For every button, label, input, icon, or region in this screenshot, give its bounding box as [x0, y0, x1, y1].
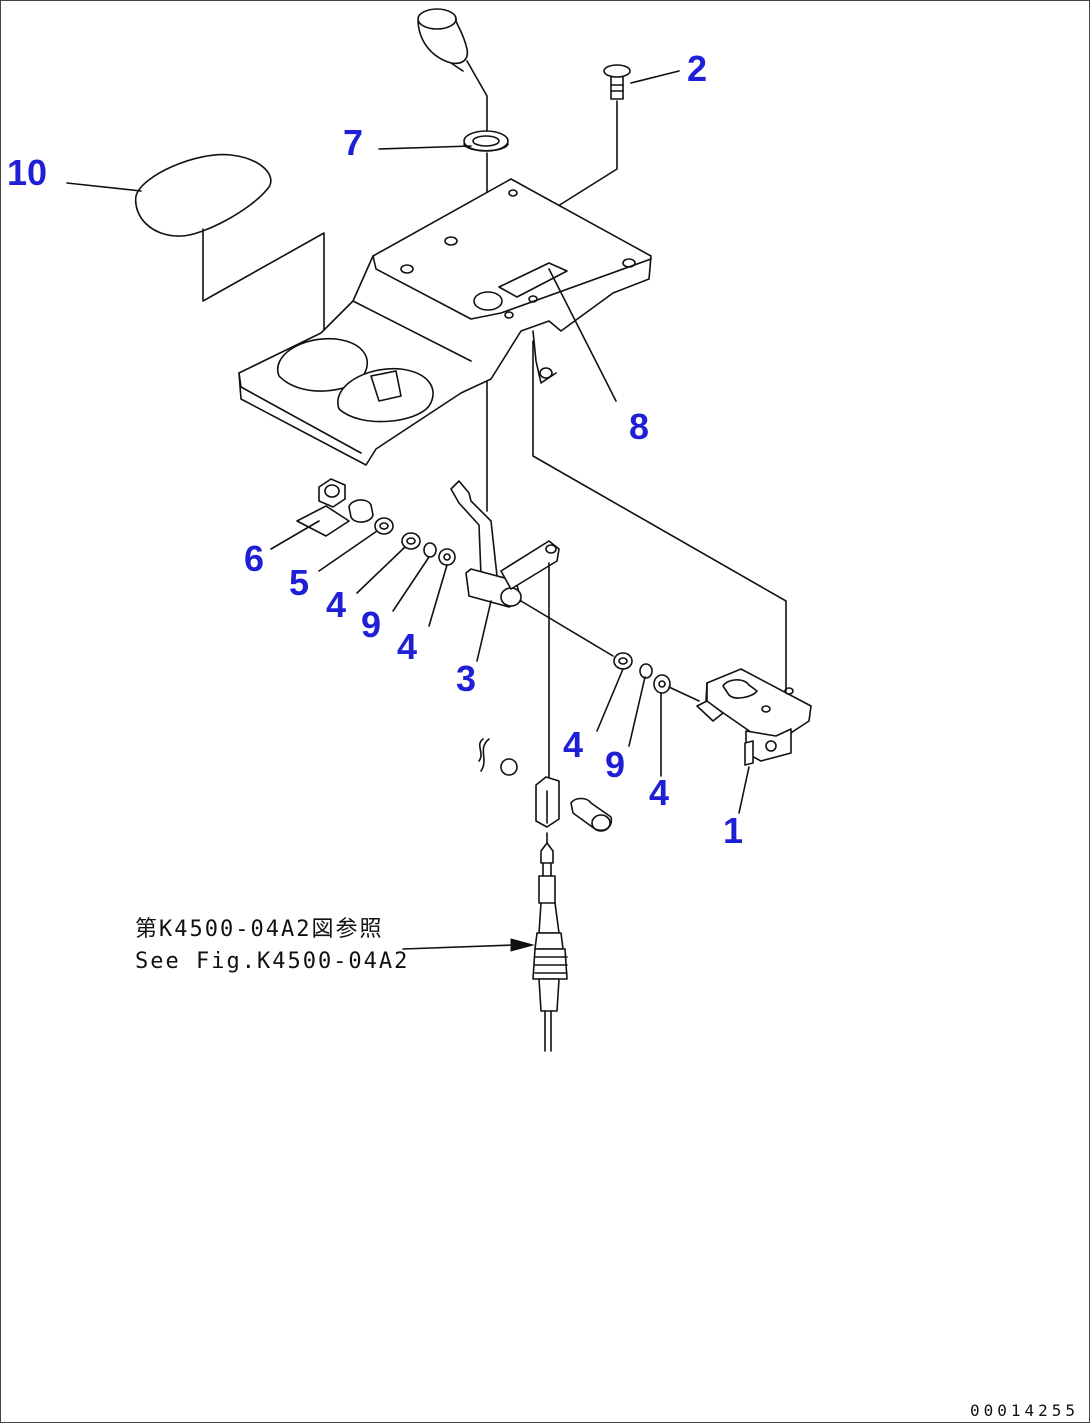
callout-3[interactable]: 3: [456, 658, 477, 699]
leader-lines: [66, 70, 680, 777]
callout-1[interactable]: 1: [723, 810, 744, 851]
bracket-part: [696, 668, 812, 814]
callout-4-left-b[interactable]: 4: [397, 626, 418, 667]
callout-10[interactable]: 10: [7, 152, 48, 193]
callout-7[interactable]: 7: [343, 122, 364, 163]
callout-8[interactable]: 8: [629, 406, 650, 447]
fastener-stack: [296, 478, 456, 566]
console-cover: [238, 178, 787, 692]
callout-4-right-b[interactable]: 4: [649, 772, 670, 813]
callout-5[interactable]: 5: [289, 562, 310, 603]
washer-group-right: [613, 652, 700, 702]
boot-part: [463, 130, 509, 152]
callout-4-right-a[interactable]: 4: [563, 724, 584, 765]
callout-9-left[interactable]: 9: [361, 604, 382, 645]
callout-2[interactable]: 2: [687, 48, 708, 89]
reference-note-japanese: 第K4500-04A2図参照: [135, 917, 384, 942]
lever-knob: [417, 8, 488, 142]
callout-4-left-a[interactable]: 4: [326, 584, 347, 625]
clevis-part: [478, 738, 613, 832]
lever-part: [450, 480, 614, 784]
callout-9-right[interactable]: 9: [605, 744, 626, 785]
callout-6[interactable]: 6: [244, 538, 265, 579]
control-cable: [402, 832, 568, 1052]
reference-note-english[interactable]: See Fig.K4500-04A2: [135, 949, 410, 974]
pad-part: [134, 153, 325, 362]
drawing-number: 00014255: [969, 1401, 1079, 1420]
